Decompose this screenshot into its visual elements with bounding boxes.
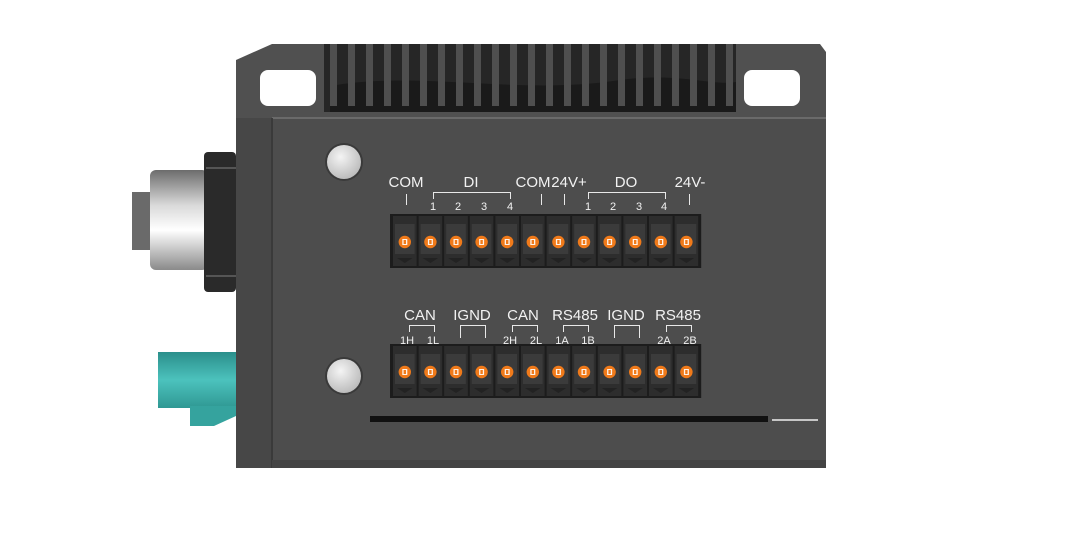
bracket-ignd-1	[460, 325, 486, 338]
tick-24v-minus	[689, 194, 691, 205]
label-can-2: CAN	[507, 307, 539, 324]
label-24v-minus: 24V-	[674, 174, 706, 191]
label-rs485-2: RS485	[655, 307, 701, 324]
terminal-pin-slot	[623, 346, 647, 396]
tick-com-2	[541, 194, 543, 205]
mounting-screws	[325, 143, 363, 395]
terminal-pin-slot	[418, 216, 443, 266]
pin-do-1: 1	[584, 201, 592, 213]
label-com-1: COM	[388, 174, 424, 191]
terminal-pin-slot	[469, 216, 494, 266]
pin-di-1: 1	[429, 201, 437, 213]
round-m12-connector	[132, 152, 236, 292]
pin-do-4: 4	[660, 201, 668, 213]
pin-2a: 2A	[657, 335, 671, 347]
bracket-can-2	[512, 325, 538, 332]
terminal-pin-slot	[521, 216, 545, 266]
label-ignd-2: IGND	[607, 307, 645, 324]
pin-1a: 1A	[555, 335, 569, 347]
label-can-1: CAN	[404, 307, 436, 324]
pin-do-3: 3	[635, 201, 643, 213]
terminal-pin-slot	[623, 216, 647, 266]
terminal-pin-slot	[674, 216, 699, 266]
terminal-pin-slot	[546, 216, 571, 266]
bracket-do	[588, 192, 666, 199]
pin-1b: 1B	[581, 335, 595, 347]
tick-com-1	[406, 194, 408, 205]
label-com-2: COM	[515, 174, 551, 191]
terminal-pin-slot	[393, 216, 417, 266]
pin-2h: 2H	[502, 335, 518, 347]
terminal-pin-slot	[649, 346, 673, 396]
terminal-pin-slot	[444, 346, 468, 396]
teal-fakra-connector	[158, 352, 236, 426]
terminal-pin-slot	[649, 216, 673, 266]
tick-24v-plus	[564, 194, 566, 205]
pin-1l: 1L	[426, 335, 440, 347]
terminal-pin-slot	[572, 346, 596, 396]
terminal-pin-slot	[674, 346, 699, 396]
pin-1h: 1H	[399, 335, 415, 347]
pin-2b: 2B	[683, 335, 697, 347]
terminal-pin-slot	[469, 346, 494, 396]
terminal-pin-slot	[444, 216, 468, 266]
terminal-pin-slot	[393, 346, 417, 396]
pin-di-4: 4	[506, 201, 514, 213]
terminal-block-top	[390, 214, 702, 268]
pin-do-2: 2	[609, 201, 617, 213]
terminal-pin-slot	[597, 346, 622, 396]
bracket-di	[433, 192, 511, 199]
terminal-block-bottom	[390, 344, 702, 398]
bracket-can-1	[409, 325, 435, 332]
slot	[370, 416, 768, 422]
terminal-pin-slot	[495, 216, 519, 266]
bracket-rs485-2	[666, 325, 692, 332]
terminal-pin-slot	[521, 346, 545, 396]
pin-di-2: 2	[454, 201, 462, 213]
label-rs485-1: RS485	[552, 307, 598, 324]
terminal-pin-slot	[495, 346, 519, 396]
terminal-pin-slot	[572, 216, 596, 266]
bracket-ignd-2	[614, 325, 640, 338]
terminal-pin-slot	[546, 346, 571, 396]
vent-grille	[260, 44, 800, 112]
pin-2l: 2L	[529, 335, 543, 347]
label-do: DO	[614, 174, 638, 191]
bracket-rs485-1	[563, 325, 589, 332]
terminal-pin-slot	[418, 346, 443, 396]
terminal-pin-slot	[597, 216, 622, 266]
label-24v-plus: 24V+	[551, 174, 587, 191]
pin-di-3: 3	[480, 201, 488, 213]
label-ignd-1: IGND	[453, 307, 491, 324]
label-di: DI	[463, 174, 479, 191]
